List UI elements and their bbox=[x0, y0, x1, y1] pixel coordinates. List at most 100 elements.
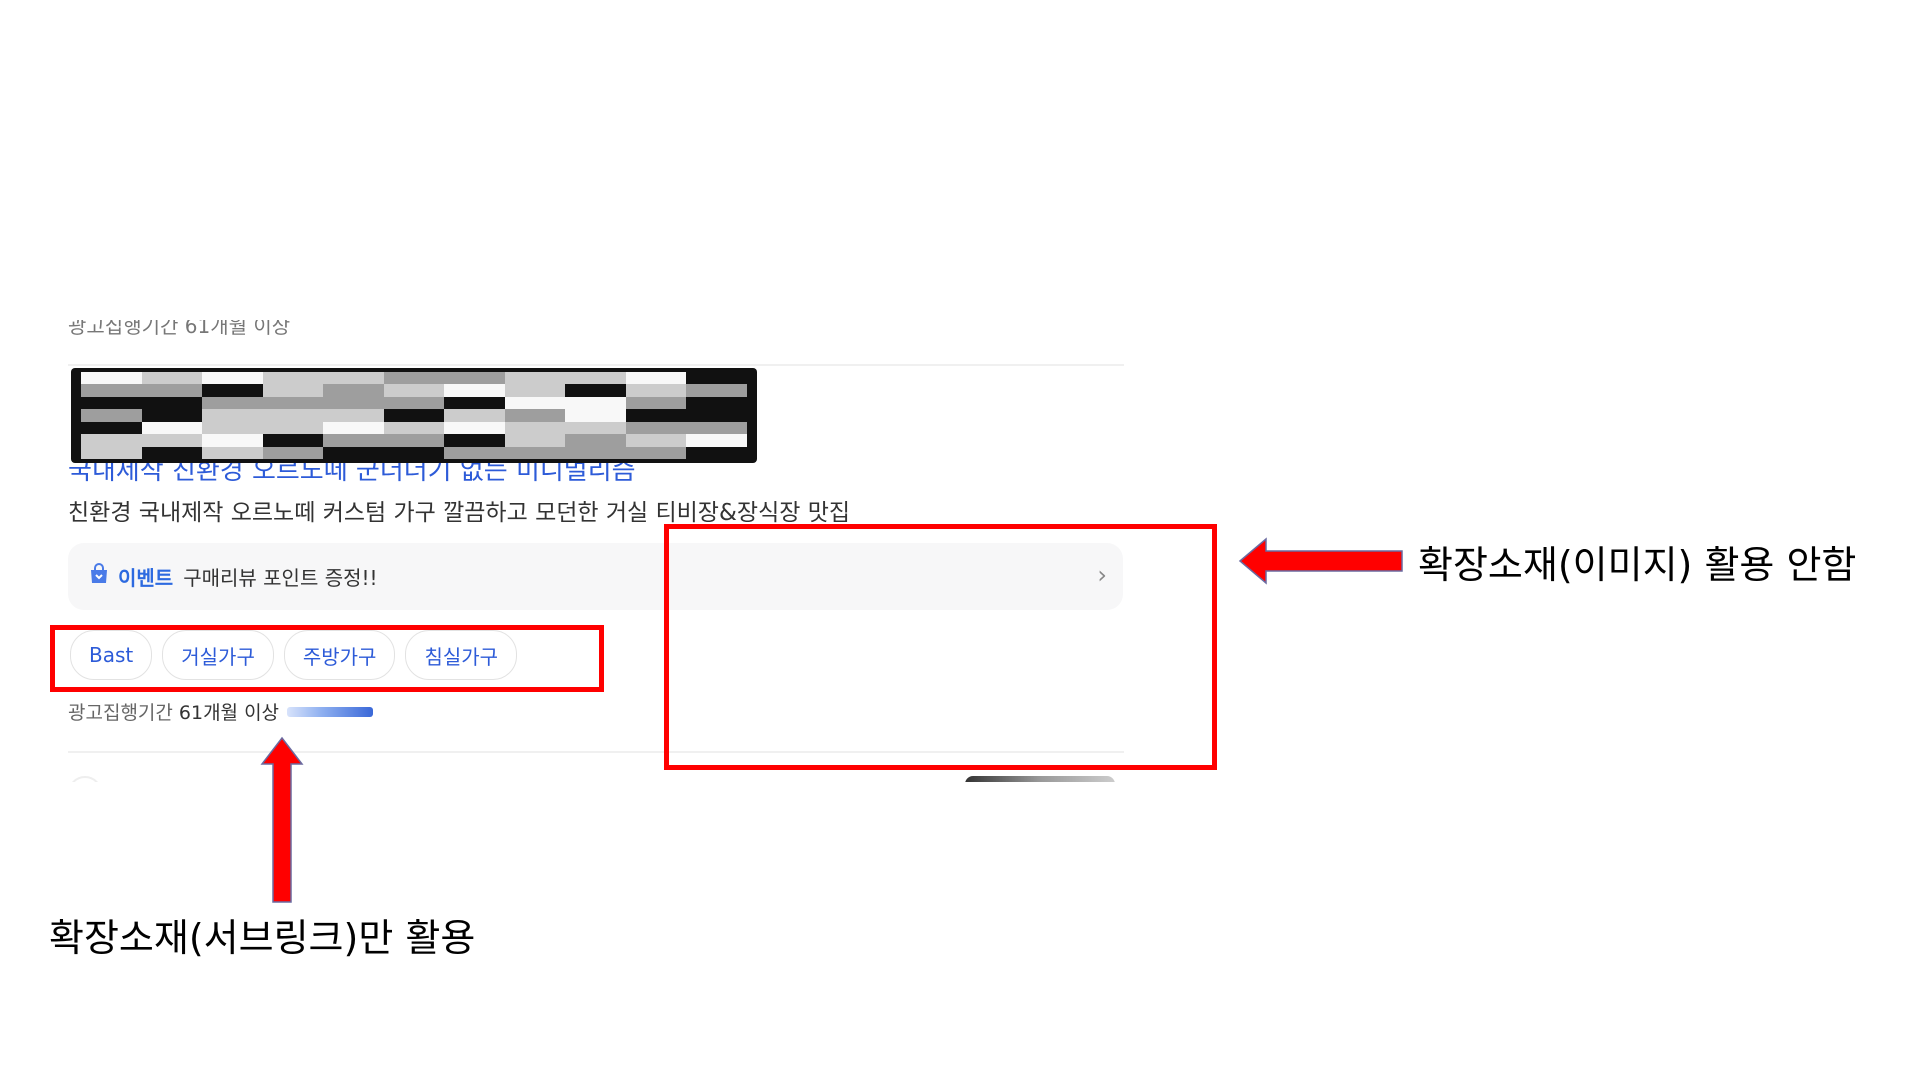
previous-ad-duration-text: 광고집행기간 61개월 이상 bbox=[68, 314, 291, 338]
mosaic-cell bbox=[504, 396, 566, 410]
mosaic-cell bbox=[323, 396, 384, 410]
mosaic-cell bbox=[383, 372, 445, 385]
mosaic-cell bbox=[262, 434, 324, 447]
mosaic-cell bbox=[202, 446, 263, 459]
mosaic-cell bbox=[202, 372, 263, 385]
mosaic-cell bbox=[202, 384, 263, 397]
mosaic-cell bbox=[262, 421, 324, 435]
image-extension-note: 확장소재(이미지) 활용 안함 bbox=[1418, 543, 1857, 587]
mosaic-cell bbox=[262, 372, 324, 385]
chevron-right-icon[interactable]: › bbox=[1097, 561, 1107, 589]
mosaic-cell bbox=[504, 421, 566, 435]
sublink-list: Bast 거실가구 주방가구 침실가구 bbox=[70, 630, 518, 680]
mosaic-cell bbox=[504, 446, 566, 459]
ad-description: 친환경 국내제작 오르노떼 커스텀 가구 깔끔하고 모던한 거실 티비장&장식장… bbox=[68, 500, 851, 526]
mosaic-cell bbox=[81, 409, 142, 422]
mosaic-cell bbox=[625, 384, 687, 397]
mosaic-cell bbox=[202, 396, 263, 410]
redacted-advertiser-block bbox=[71, 368, 757, 463]
mosaic-cell bbox=[625, 372, 687, 385]
mosaic-cell bbox=[565, 372, 626, 385]
divider bbox=[68, 364, 1124, 366]
mosaic-cell bbox=[141, 434, 203, 447]
mosaic-cell bbox=[81, 446, 142, 459]
mosaic-cell bbox=[686, 434, 747, 447]
next-ad-thumbnail bbox=[965, 776, 1115, 782]
mosaic-cell bbox=[323, 384, 384, 397]
mosaic-cell bbox=[565, 409, 626, 422]
mosaic-cell bbox=[565, 434, 626, 447]
duration-label: 광고집행기간 bbox=[68, 702, 173, 724]
sublink-extension-note: 확장소재(서브링크)만 활용 bbox=[49, 916, 476, 960]
mosaic-cell bbox=[565, 421, 626, 435]
mosaic-cell bbox=[262, 384, 324, 397]
shopping-bag-icon bbox=[88, 563, 110, 590]
mosaic-cell bbox=[141, 372, 203, 385]
mosaic-cell bbox=[444, 446, 505, 459]
mosaic-cell bbox=[323, 372, 384, 385]
mosaic-cell bbox=[504, 434, 566, 447]
divider bbox=[68, 751, 1124, 753]
mosaic-cell bbox=[686, 384, 747, 397]
sublink-chip[interactable]: 주방가구 bbox=[283, 630, 396, 680]
mosaic-cell bbox=[444, 384, 505, 397]
mosaic-cell bbox=[323, 409, 384, 422]
sublink-chip[interactable]: Bast bbox=[70, 630, 153, 680]
mosaic-cell bbox=[444, 409, 505, 422]
mosaic-cell bbox=[141, 421, 203, 435]
mosaic-cell bbox=[81, 396, 142, 410]
sublink-chip[interactable]: 침실가구 bbox=[405, 630, 518, 680]
ad-title-link[interactable]: 국내제작 친환경 오르노떼 군더더기 없는 미니멀리즘 bbox=[68, 456, 636, 486]
mosaic-cell bbox=[383, 409, 445, 422]
mosaic-cell bbox=[565, 396, 626, 410]
mosaic-cell bbox=[504, 409, 566, 422]
mosaic-cell bbox=[504, 384, 566, 397]
duration-value: 61개월 이상 bbox=[178, 702, 280, 724]
mosaic-cell bbox=[686, 446, 747, 459]
mosaic-cell bbox=[141, 446, 203, 459]
mosaic-cell bbox=[625, 446, 687, 459]
mosaic-cell bbox=[383, 396, 445, 410]
mosaic-cell bbox=[323, 446, 384, 459]
mosaic-cell bbox=[565, 446, 626, 459]
left-arrow-icon bbox=[1238, 537, 1403, 585]
mosaic-cell bbox=[383, 384, 445, 397]
mosaic-cell bbox=[625, 396, 687, 410]
mosaic-cell bbox=[141, 396, 203, 410]
mosaic-cell bbox=[383, 446, 445, 459]
mosaic-cell bbox=[625, 409, 687, 422]
mosaic-cell bbox=[141, 409, 203, 422]
mosaic-cell bbox=[202, 434, 263, 447]
event-label: 이벤트 bbox=[118, 566, 174, 590]
mosaic-cell bbox=[202, 409, 263, 422]
image-extension-highlight-box bbox=[664, 524, 1217, 770]
mosaic-cell bbox=[444, 421, 505, 435]
mosaic-cell bbox=[262, 396, 324, 410]
mosaic-cell bbox=[323, 434, 384, 447]
mosaic-cell bbox=[625, 434, 687, 447]
mosaic-cell bbox=[565, 384, 626, 397]
mosaic-cell bbox=[81, 372, 142, 385]
mosaic-cell bbox=[383, 421, 445, 435]
sublink-chip[interactable]: 거실가구 bbox=[162, 630, 274, 680]
mosaic-cell bbox=[262, 446, 324, 459]
mosaic-cell bbox=[383, 434, 445, 447]
event-text: 구매리뷰 포인트 증정!! bbox=[183, 566, 378, 590]
mosaic-cell bbox=[504, 372, 566, 385]
mosaic-cell bbox=[686, 409, 747, 422]
search-ad-card: 광고집행기간 61개월 이상 국내제작 친환경 오르노떼 군더더기 없는 미니멀… bbox=[60, 310, 1140, 782]
event-extension[interactable]: 이벤트 구매리뷰 포인트 증정!! › bbox=[68, 543, 1123, 610]
mosaic-cell bbox=[81, 421, 142, 435]
ad-duration: 광고집행기간 61개월 이상 bbox=[68, 698, 374, 725]
mosaic-cell bbox=[323, 421, 384, 435]
mosaic-cell bbox=[141, 384, 203, 397]
mosaic-cell bbox=[625, 421, 687, 435]
mosaic-cell bbox=[444, 396, 505, 410]
duration-bar bbox=[287, 706, 374, 717]
mosaic-cell bbox=[81, 384, 142, 397]
mosaic-cell bbox=[686, 396, 747, 410]
mosaic-cell bbox=[81, 434, 142, 447]
mosaic-cell bbox=[444, 372, 505, 385]
mosaic-cell bbox=[444, 434, 505, 447]
mosaic-cell bbox=[686, 372, 747, 385]
